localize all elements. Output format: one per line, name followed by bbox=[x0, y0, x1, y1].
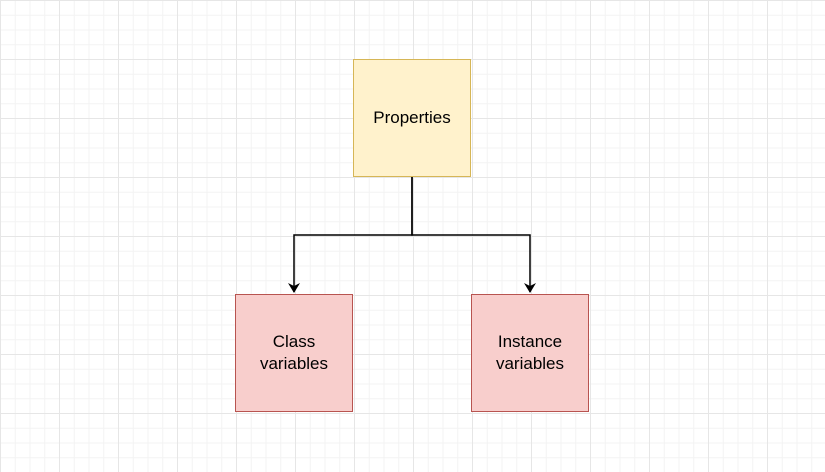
node-properties[interactable]: Properties bbox=[353, 59, 471, 177]
node-class-variables-label: Class variables bbox=[259, 332, 329, 373]
node-instance-variables-label: Instance variables bbox=[495, 332, 565, 373]
node-class-variables[interactable]: Class variables bbox=[235, 294, 353, 412]
edge-properties-to-instance-variables bbox=[411, 177, 536, 293]
edge-properties-to-class-variables bbox=[288, 177, 413, 293]
node-properties-label: Properties bbox=[373, 108, 451, 127]
node-instance-variables[interactable]: Instance variables bbox=[471, 294, 589, 412]
